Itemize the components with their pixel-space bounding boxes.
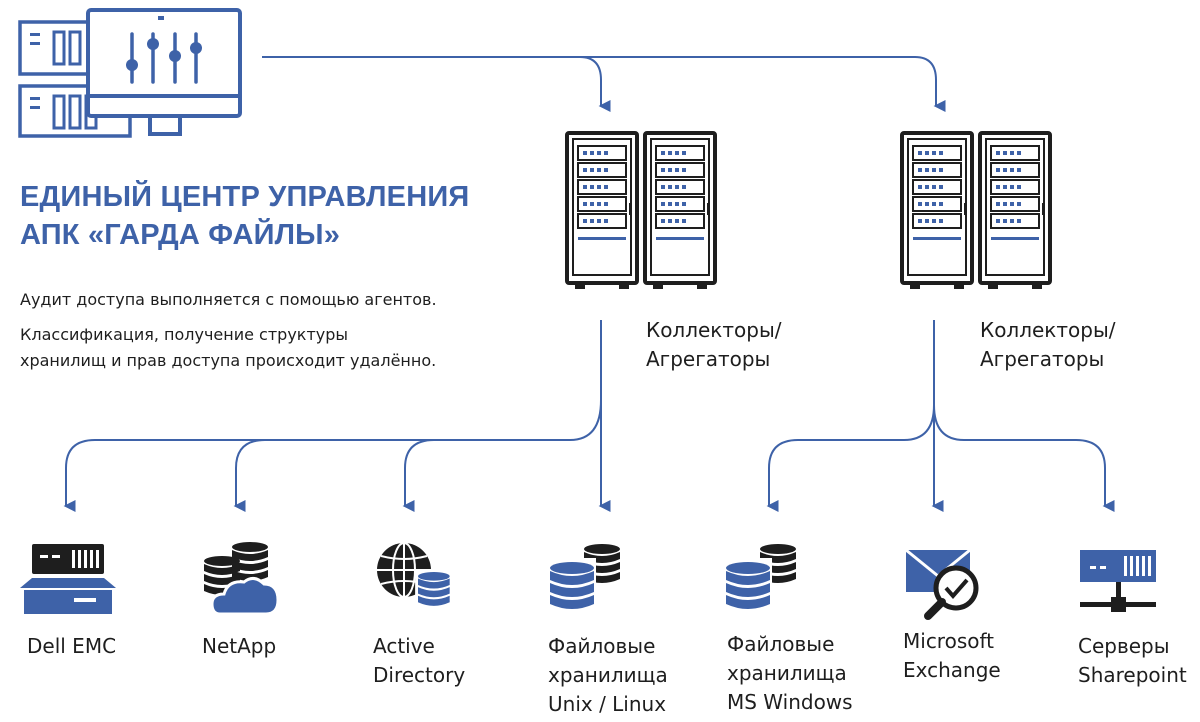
database-stack-icon-windows <box>724 544 796 616</box>
storage-array-icon <box>20 544 116 614</box>
node-label-line: Active <box>373 634 435 658</box>
description-remote-line-2: хранилищ и прав доступа происходит удалё… <box>20 351 437 370</box>
title-line-2: АПК «ГАРДА ФАЙЛЫ» <box>20 219 341 251</box>
node-label-line: Серверы <box>1078 634 1170 658</box>
collector-label-left: Коллекторы/ Агрегаторы <box>646 316 782 374</box>
node-label-line: MS Windows <box>727 690 853 714</box>
node-label-windows-storage: Файловые хранилища MS Windows <box>727 630 853 717</box>
node-label-line: Sharepoint <box>1078 663 1187 687</box>
right-distribution-lines <box>766 320 1115 512</box>
node-label-line: Exchange <box>903 658 1001 682</box>
node-label-exchange: Microsoft Exchange <box>903 627 1001 685</box>
management-center-icon <box>18 8 242 138</box>
globe-database-icon <box>377 542 450 607</box>
node-label-line: хранилища <box>548 663 668 687</box>
network-server-icon <box>1080 550 1156 612</box>
node-label-unix-storage: Файловые хранилища Unix / Linux <box>548 632 668 719</box>
description-remote-line-1: Классификация, получение структуры <box>20 325 349 344</box>
node-label-line: NetApp <box>202 634 277 658</box>
node-label-line: Dell EMC <box>27 634 117 658</box>
collector-label-line-1: Коллекторы/ <box>646 318 782 342</box>
node-label-line: Unix / Linux <box>548 692 667 716</box>
node-label-line: Directory <box>373 663 466 687</box>
collector-label-line-2: Агрегаторы <box>980 347 1105 371</box>
node-label-line: Файловые <box>548 634 656 658</box>
left-distribution-lines <box>63 320 611 512</box>
collector-label-line-1: Коллекторы/ <box>980 318 1116 342</box>
collector-label-right: Коллекторы/ Агрегаторы <box>980 316 1116 374</box>
node-label-sharepoint: Серверы Sharepoint <box>1078 632 1187 690</box>
collector-rack-group-left <box>565 131 717 291</box>
node-label-line: хранилища <box>727 661 847 685</box>
description-agents: Аудит доступа выполняется с помощью аген… <box>20 290 437 309</box>
description-remote: Классификация, получение структуры храни… <box>20 322 436 374</box>
mail-search-icon <box>905 548 979 620</box>
collector-label-line-2: Агрегаторы <box>646 347 771 371</box>
database-stack-icon-unix <box>548 544 620 616</box>
node-label-active-directory: Active Directory <box>373 632 465 690</box>
database-cloud-icon <box>204 542 280 616</box>
node-label-line: Microsoft <box>903 629 995 653</box>
node-label-line: Файловые <box>727 632 835 656</box>
node-label-dell-emc: Dell EMC <box>27 632 116 661</box>
node-label-netapp: NetApp <box>202 632 276 661</box>
title-line-1: ЕДИНЫЙ ЦЕНТР УПРАВЛЕНИЯ <box>20 181 470 213</box>
top-connectors <box>262 56 946 112</box>
collector-rack-group-right <box>900 131 1052 291</box>
page-title: ЕДИНЫЙ ЦЕНТР УПРАВЛЕНИЯ АПК «ГАРДА ФАЙЛЫ… <box>20 178 469 254</box>
